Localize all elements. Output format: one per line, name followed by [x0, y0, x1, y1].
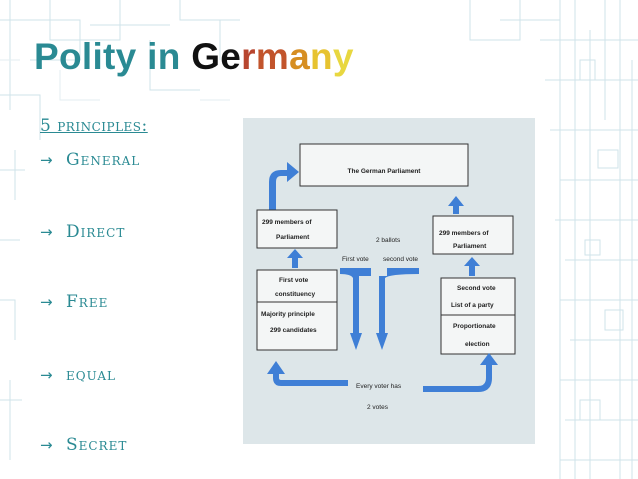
svg-text:299 members of: 299 members of: [262, 219, 312, 226]
curved-arrow-icon: [269, 162, 299, 212]
svg-text:299 candidates: 299 candidates: [270, 327, 317, 334]
arrow-right-icon: →: [40, 366, 54, 384]
bullet-label: General: [66, 150, 141, 170]
title-letter: m: [255, 36, 290, 77]
list-item: → Direct: [40, 222, 125, 242]
page-title: Polity in Germany: [34, 36, 354, 78]
title-letter: e: [220, 36, 242, 77]
bullet-label: Secret: [66, 435, 128, 455]
arrow-right-icon: →: [40, 293, 54, 311]
left-members-box: [256, 209, 338, 249]
title-highlight: Germany: [191, 36, 354, 77]
up-arrow-icon: [464, 257, 480, 276]
svg-text:second vote: second vote: [383, 256, 418, 263]
svg-text:Parliament: Parliament: [276, 234, 310, 241]
svg-text:First vote: First vote: [279, 277, 309, 284]
title-text: Polity in: [34, 36, 192, 77]
svg-text:List of a party: List of a party: [451, 302, 494, 309]
bullet-label: Direct: [66, 222, 126, 242]
svg-text:Proportionate: Proportionate: [453, 323, 496, 330]
curved-arrow-icon: [267, 361, 348, 386]
svg-text:First vote: First vote: [342, 256, 369, 263]
svg-text:constituency: constituency: [275, 291, 315, 298]
diagram-photo: The German Parliament 299 members of Par…: [243, 118, 535, 444]
title-letter: n: [309, 36, 333, 77]
down-arrow-icon: [376, 268, 419, 350]
left-vote-box: [256, 269, 338, 351]
bullet-label: equal: [66, 365, 116, 385]
parliament-box: [299, 143, 469, 187]
arrow-right-icon: →: [40, 151, 54, 169]
svg-text:2 votes: 2 votes: [367, 404, 389, 411]
svg-text:election: election: [465, 341, 490, 348]
arrow-right-icon: →: [40, 223, 54, 241]
title-letter: a: [289, 36, 310, 77]
down-arrow-icon: [340, 268, 371, 350]
up-arrow-icon: [287, 249, 303, 268]
svg-text:Parliament: Parliament: [453, 243, 487, 250]
list-item: → equal: [40, 365, 116, 385]
list-item: → Free: [40, 292, 108, 312]
svg-text:Second vote: Second vote: [457, 285, 496, 292]
svg-text:299 members of: 299 members of: [439, 230, 489, 237]
svg-text:Majority principle: Majority principle: [261, 311, 315, 318]
arrow-right-icon: →: [40, 436, 54, 454]
title-letter: y: [332, 36, 354, 77]
list-item: → General: [40, 150, 140, 170]
title-letter: G: [191, 36, 221, 77]
svg-text:2 ballots: 2 ballots: [376, 237, 401, 244]
bullet-label: Free: [66, 292, 109, 312]
up-arrow-icon: [448, 196, 464, 214]
parliament-label: The German Parliament: [348, 168, 422, 175]
right-vote-box: [440, 277, 516, 355]
election-diagram: The German Parliament 299 members of Par…: [243, 118, 535, 444]
subtitle: 5 principles:: [40, 116, 148, 136]
svg-text:Every voter has: Every voter has: [356, 383, 402, 390]
curved-arrow-icon: [423, 353, 498, 392]
list-item: → Secret: [40, 435, 127, 455]
right-members-box: [432, 215, 514, 255]
title-letter: r: [241, 36, 256, 77]
